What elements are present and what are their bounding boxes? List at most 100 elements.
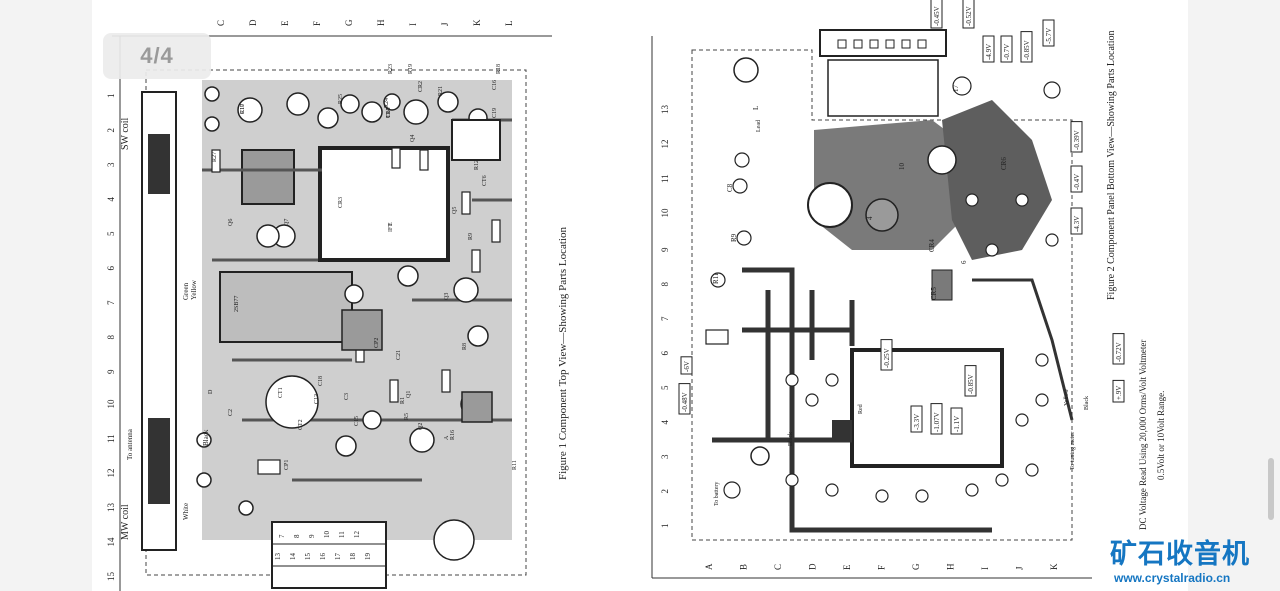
figure1-row-label: 6 bbox=[106, 266, 116, 271]
figure1-part-label: A bbox=[444, 435, 450, 440]
voltage-label: -0.39V bbox=[1070, 121, 1083, 153]
figure2-wire-label: Yellow bbox=[1064, 388, 1070, 406]
figure1-part-label: R25 bbox=[338, 94, 344, 104]
voltage-label-text: -3.3V bbox=[913, 414, 921, 430]
figure1-connector-pin: 17 bbox=[334, 553, 342, 561]
figure2-row-label: 8 bbox=[660, 282, 670, 287]
figure1-part-label: TR3 bbox=[386, 107, 392, 118]
voltage-label-text: -0.48V bbox=[681, 392, 689, 412]
figure1-row-label: 8 bbox=[106, 335, 116, 340]
figure2-wire-label: Black bbox=[1084, 396, 1090, 410]
voltage-label: -0.52V bbox=[962, 0, 975, 29]
figure1-part-label: CT1 bbox=[278, 387, 284, 398]
figure1-part-label: R1 bbox=[400, 397, 406, 404]
figure2-note: DC Voltage Read Using 20,000 Orms/Volt V… bbox=[1138, 340, 1148, 530]
figure1-connector-pin: 7 bbox=[278, 534, 286, 538]
figure1-row-label: 7 bbox=[106, 300, 116, 305]
figure2-row-label: 7 bbox=[660, 316, 670, 321]
figure2-caption: Figure 2 Component Panel Bottom View—Sho… bbox=[1106, 31, 1117, 300]
figure2-row-label: 5 bbox=[660, 385, 670, 390]
figure1-col-label: J bbox=[440, 22, 450, 26]
voltage-label: -0.72V bbox=[1112, 333, 1125, 365]
voltage-label: +.9V bbox=[1112, 379, 1125, 403]
page-counter-badge: 4/4 bbox=[103, 33, 211, 79]
figure2-col-label: E bbox=[842, 564, 852, 570]
figure1-part-label: 2SB77 bbox=[234, 296, 240, 312]
figure1-col-label: K bbox=[472, 19, 482, 26]
figure2-col-label: C bbox=[773, 564, 783, 570]
figure1-part-label: C3 bbox=[344, 393, 350, 400]
figure1-row-label: 1 bbox=[106, 94, 116, 99]
voltage-label: -0.4V bbox=[1070, 165, 1083, 193]
voltage-label: -0.85V bbox=[1020, 31, 1033, 63]
figure2-col-label: F bbox=[877, 565, 887, 570]
figure1-part-label: R24 bbox=[384, 98, 390, 108]
figure1-part-label: C15 bbox=[354, 416, 360, 426]
figure2-col-label: K bbox=[1049, 563, 1059, 570]
figure2-col-label: G bbox=[911, 563, 921, 570]
figure2-wire-label: Black bbox=[788, 432, 794, 446]
figure2-row-label: 10 bbox=[660, 208, 670, 218]
figure1-part-label: R5 bbox=[404, 413, 410, 420]
figure2-part-label: 6 bbox=[960, 260, 968, 264]
voltage-label: -3.3V bbox=[910, 405, 923, 433]
voltage-label: -4.3V bbox=[1070, 207, 1083, 235]
figure1-row-label: 9 bbox=[106, 369, 116, 374]
voltage-label-text: -0.25V bbox=[883, 348, 891, 368]
figure2-row-label: 11 bbox=[660, 174, 670, 183]
left-gutter bbox=[0, 0, 92, 591]
figure1-part-label: R11 bbox=[512, 460, 518, 470]
figure2-row-label: 13 bbox=[660, 105, 670, 115]
voltage-label: -6V bbox=[680, 356, 693, 375]
voltage-label: -1.07V bbox=[930, 403, 943, 435]
watermark-url: www.crystalradio.cn bbox=[1114, 571, 1231, 585]
figure1-coil-label-sw: SW coil bbox=[120, 117, 131, 150]
figure2-part-label: L bbox=[752, 106, 760, 110]
figure2-wire-label: To tuning meter bbox=[1070, 432, 1076, 470]
voltage-label-text: -0.72V bbox=[1115, 342, 1123, 362]
figure2-part-label: 17 bbox=[952, 85, 960, 93]
scrollbar-thumb[interactable] bbox=[1268, 458, 1274, 520]
figure1-wire-yellow: Yellow bbox=[190, 279, 198, 300]
figure1-part-label: R17 bbox=[240, 104, 246, 114]
figure2-row-label: 6 bbox=[660, 351, 670, 356]
figure2-col-label: I bbox=[980, 567, 990, 570]
figure2-col-label: B bbox=[739, 564, 749, 570]
figure1-caption: Figure 1 Component Top View—Showing Part… bbox=[557, 227, 569, 480]
figure2-part-label: C8 bbox=[726, 183, 734, 192]
voltage-label-text: -4.3V bbox=[1073, 216, 1081, 232]
figure1-connector-pin: 13 bbox=[274, 553, 282, 561]
figure1-connector-pin: 8 bbox=[293, 534, 301, 538]
figure1-row-label: 12 bbox=[106, 469, 116, 478]
figure1-wire-white: White bbox=[182, 503, 190, 520]
figure1-part-label: Q3 bbox=[444, 293, 450, 300]
figure1-part-label: C14 bbox=[386, 108, 392, 118]
figure2-part-label: CR5 bbox=[930, 287, 938, 300]
figure1-col-label: H bbox=[376, 19, 386, 26]
figure2-row-label: 4 bbox=[660, 420, 670, 425]
figure1-part-label: R8 bbox=[462, 343, 468, 350]
figure2-part-label: R9 bbox=[730, 233, 738, 242]
figure2-part-label: 10 bbox=[898, 163, 906, 171]
figure1-col-label: I bbox=[408, 23, 418, 26]
figure1-part-label: C18 bbox=[318, 376, 324, 386]
figure1-row-label: 11 bbox=[106, 434, 116, 443]
figure1-part-label: R21 bbox=[438, 86, 444, 96]
figure2-col-label: D bbox=[808, 563, 818, 570]
figure1-col-label: G bbox=[344, 19, 354, 26]
voltage-label-text: -1.1V bbox=[953, 416, 961, 432]
figure1-part-label: Q5 bbox=[452, 207, 458, 214]
voltage-label: -0.25V bbox=[880, 339, 893, 371]
figure1-part-label: R27 bbox=[212, 152, 218, 162]
figure1-row-label: 15 bbox=[106, 572, 116, 582]
figure2-wire-label: Red bbox=[858, 404, 864, 414]
figure1-connector-pin: 9 bbox=[308, 534, 316, 538]
figure2-wire-label: To battery bbox=[714, 482, 720, 506]
figure2-part-label: R11 bbox=[712, 272, 720, 284]
figure1-connector-pin: 16 bbox=[319, 553, 327, 561]
figure1-row-label: 13 bbox=[106, 503, 116, 513]
voltage-label-text: +.9V bbox=[1115, 386, 1123, 400]
figure1-part-label: C2 bbox=[228, 409, 234, 416]
figure1-part-label: CT6 bbox=[482, 175, 488, 186]
